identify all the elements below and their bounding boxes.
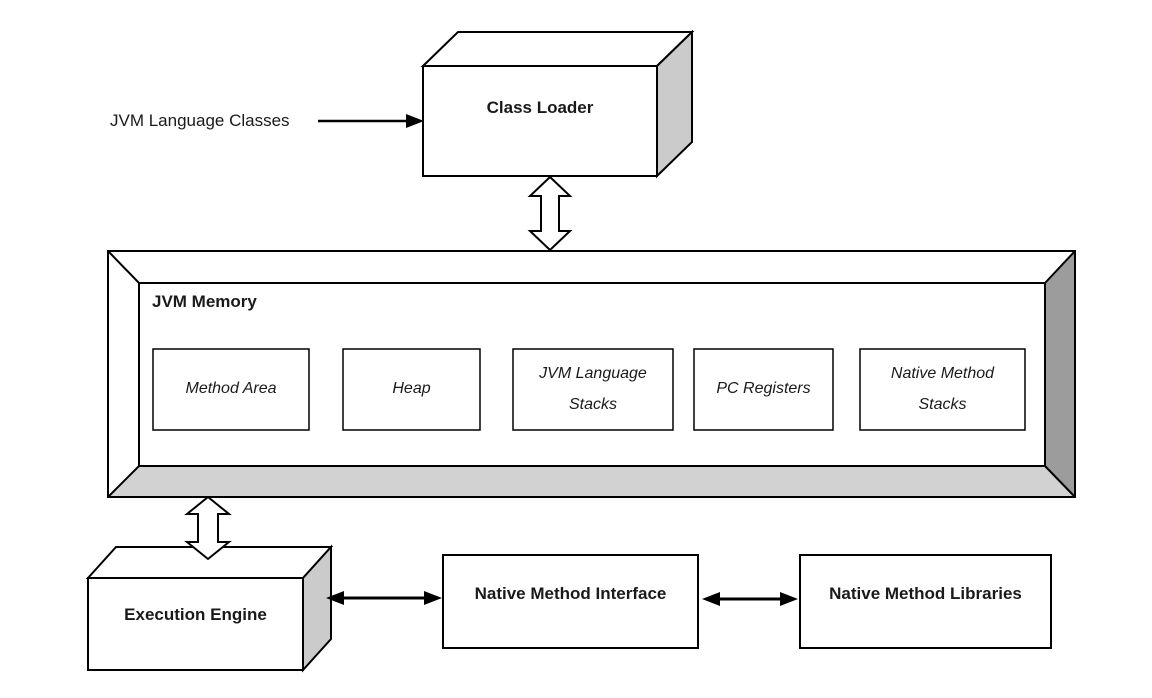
execution-engine-label: Execution Engine <box>124 605 267 624</box>
class-loader-label: Class Loader <box>486 98 594 117</box>
loader-memory-double-arrow <box>527 175 573 252</box>
native-method-stacks-box <box>859 348 1026 431</box>
jvm-memory-outer-box <box>107 250 1076 498</box>
native-method-interface-label: Native Method Interface <box>474 584 667 603</box>
jvm-language-stacks-label: JVM Language Stacks <box>539 365 647 413</box>
jvm-memory-label: JVM Memory <box>152 292 257 311</box>
engine-nmi-arrow-head-left <box>326 591 344 605</box>
native-method-interface-box <box>442 554 699 649</box>
engine-nmi-arrow-head-right <box>424 591 442 605</box>
nmi-libraries-arrow-head-right <box>780 592 798 606</box>
native-method-libraries-label: Native Method Libraries <box>829 584 1022 603</box>
method-area-box <box>152 348 310 431</box>
execution-engine-front-face <box>87 577 304 671</box>
jvm-memory-bottom-band <box>108 466 1075 497</box>
heap-box <box>342 348 481 431</box>
native-method-stacks-label: Native Method Stacks <box>890 365 995 413</box>
native-method-libraries-box <box>799 554 1052 649</box>
pc-registers-box <box>693 348 834 431</box>
jvm-memory-corner-top-right <box>1044 250 1076 284</box>
memory-engine-double-arrow <box>184 495 232 561</box>
jvm-memory-right-band <box>1045 252 1075 497</box>
method-area-label: Method Area <box>185 380 277 398</box>
nmi-libraries-arrow-head-left <box>702 592 720 606</box>
classes-to-loader-arrow-head <box>406 114 424 128</box>
class-loader-top-face <box>420 31 695 67</box>
pc-registers-label: PC Registers <box>716 380 811 398</box>
jvm-language-classes-label: JVM Language Classes <box>110 111 290 130</box>
jvm-memory-corner-bottom-left <box>107 465 140 498</box>
class-loader-front-face <box>422 65 658 177</box>
jvm-language-stacks-box <box>512 348 674 431</box>
jvm-memory-corner-top-left <box>107 250 140 284</box>
heap-label: Heap <box>392 380 431 398</box>
jvm-memory-corner-bottom-right <box>1044 465 1076 498</box>
